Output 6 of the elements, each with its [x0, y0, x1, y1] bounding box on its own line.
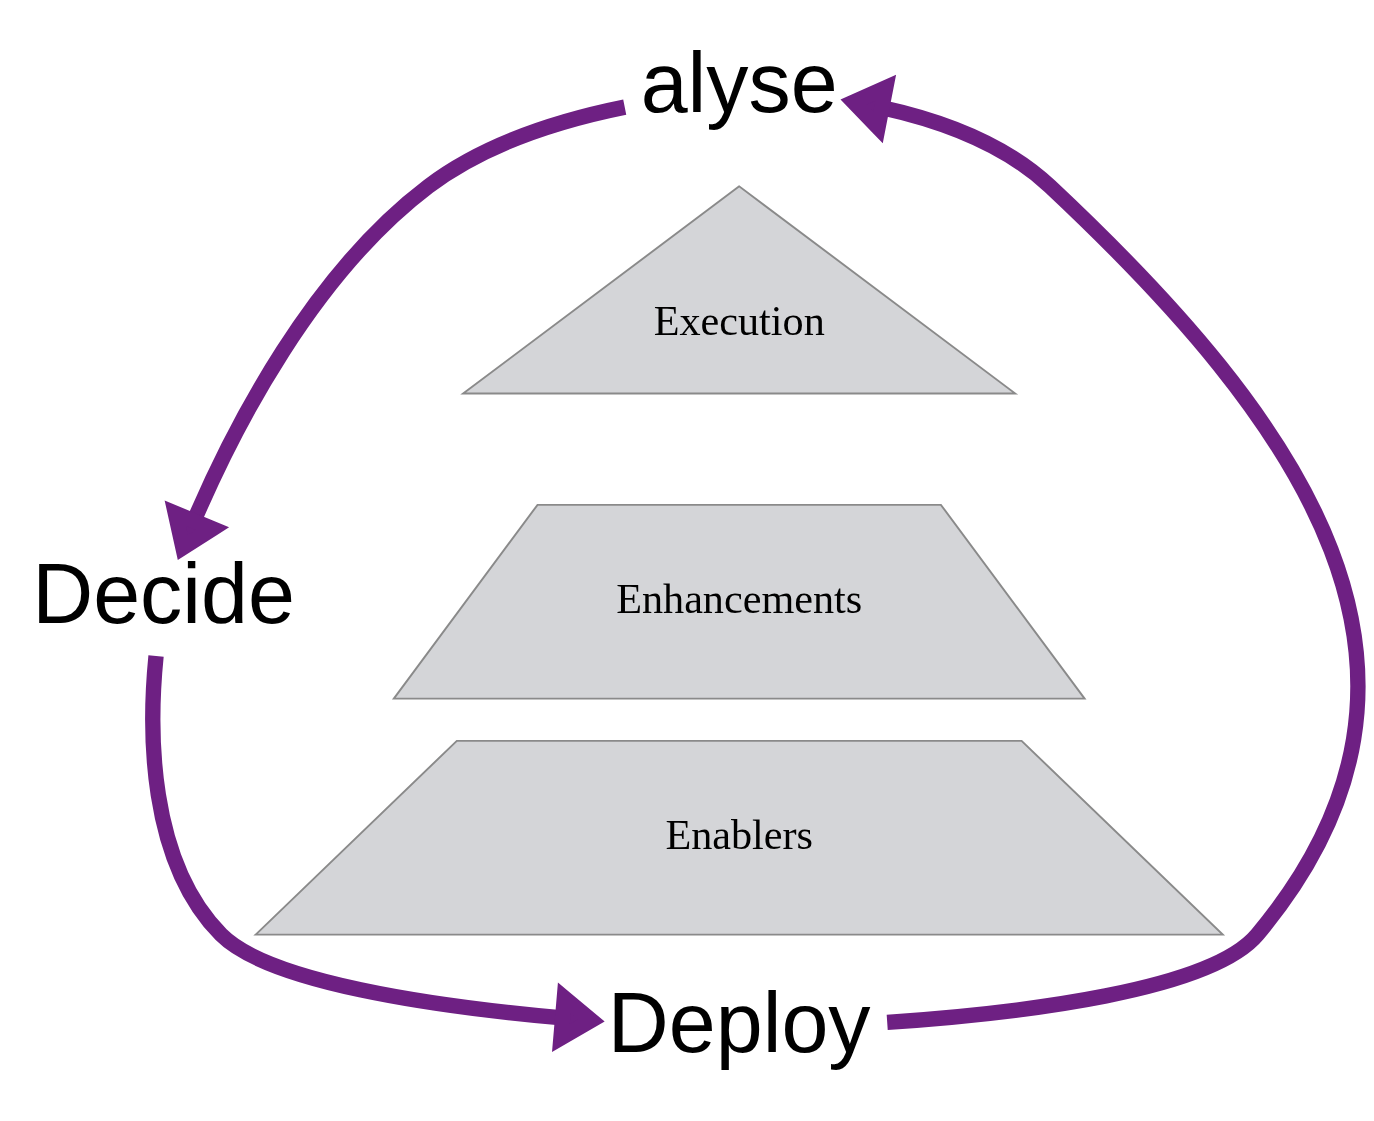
node-text: alyse [640, 35, 838, 130]
node-text: Decide [32, 547, 295, 642]
arrow [164, 99, 627, 560]
node-text: Deploy [607, 976, 871, 1071]
arrow [840, 74, 1366, 1030]
arrow [145, 655, 605, 1053]
